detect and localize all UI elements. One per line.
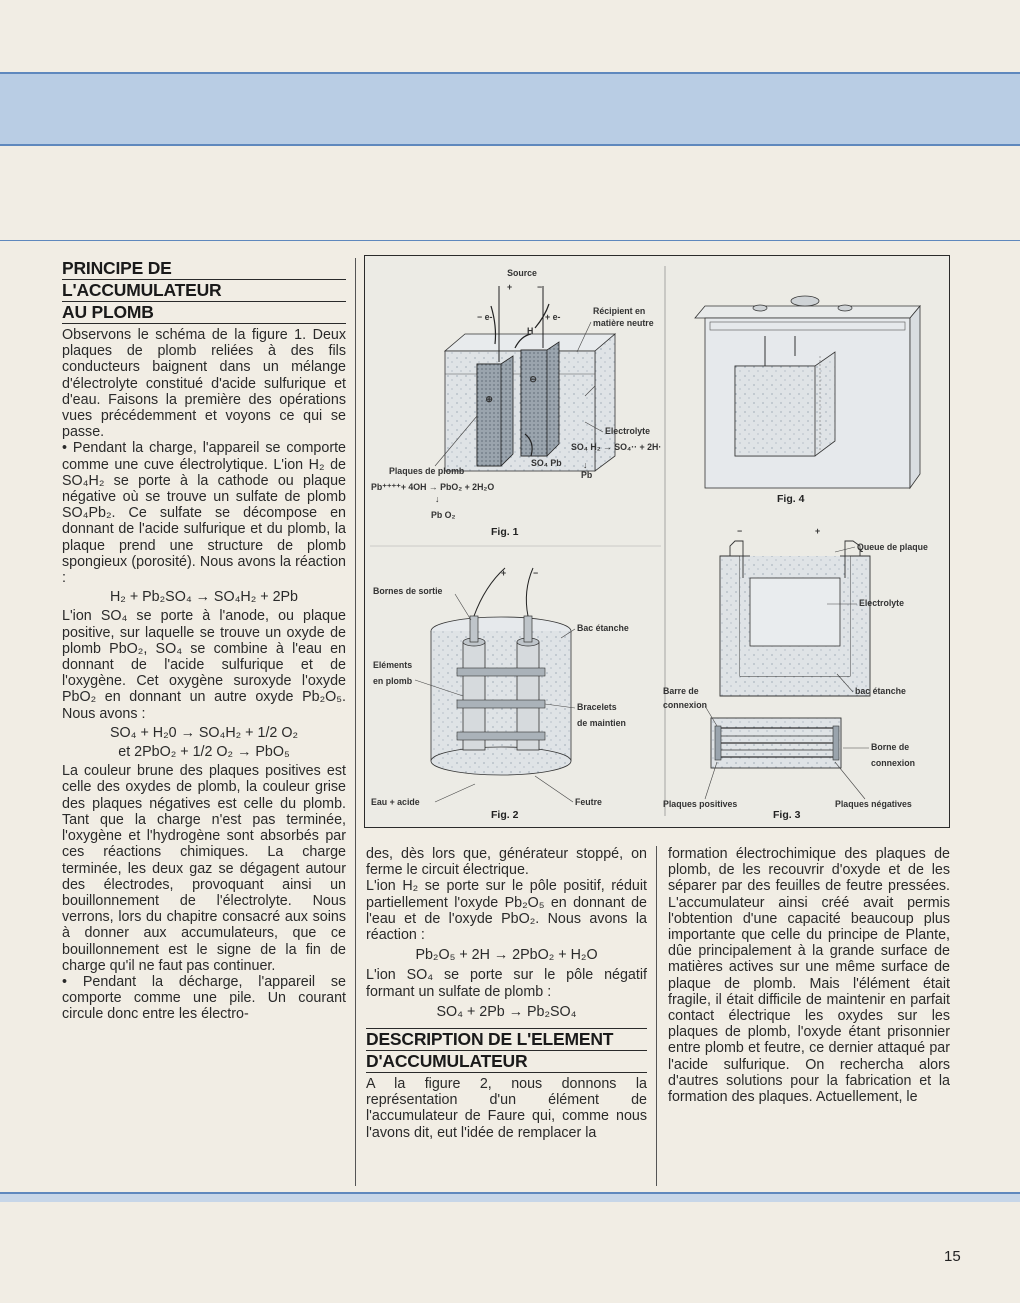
- svg-text:Eau + acide: Eau + acide: [371, 797, 420, 807]
- fig3-caption: Fig. 3: [773, 809, 801, 821]
- svg-text:Electrolyte: Electrolyte: [859, 598, 904, 608]
- heading-line: PRINCIPE DE: [62, 258, 346, 280]
- svg-text:Bornes de sortie: Bornes de sortie: [373, 586, 443, 596]
- bottom-rule: [0, 1192, 1020, 1194]
- figure-1: ⊕ ⊖ Source + − − e- + e- H Récipient en …: [371, 268, 661, 538]
- paragraph: L'ion SO₄ se porte à l'anode, ou plaque …: [62, 608, 346, 722]
- paragraph: • Pendant la décharge, l'appareil se com…: [62, 973, 346, 1023]
- svg-text:+: +: [507, 282, 512, 292]
- paragraph: La couleur brune des plaques positives e…: [62, 763, 346, 974]
- svg-text:Plaques négatives: Plaques négatives: [835, 799, 912, 809]
- figure-panel: ⊕ ⊖ Source + − − e- + e- H Récipient en …: [364, 255, 950, 828]
- paragraph: L'ion H₂ se porte sur le pôle positif, r…: [366, 878, 647, 944]
- equation: H₂ + Pb₂SO₄ → SO₄H₂ + 2Pb: [109, 589, 299, 606]
- svg-text:en plomb: en plomb: [373, 676, 413, 686]
- svg-text:↓: ↓: [435, 494, 439, 504]
- equation: Pb₂O₅ + 2H → 2PbO₂ + H₂O: [415, 947, 598, 964]
- svg-text:connexion: connexion: [663, 700, 707, 710]
- svg-text:SO₄ H₂ → SO₄·· + 2H·: SO₄ H₂ → SO₄·· + 2H·: [571, 442, 661, 452]
- figure-4: Fig. 4: [694, 295, 921, 505]
- paragraph: formation électrochimique des plaques de…: [668, 846, 950, 1106]
- svg-text:− e-: − e-: [477, 312, 492, 322]
- paragraph: des, dès lors que, générateur stoppé, on…: [366, 846, 647, 879]
- paragraph: A la figure 2, nous donnons la représent…: [366, 1076, 647, 1141]
- paragraph: L'ion SO₄ se porte sur le pôle négatif f…: [366, 967, 647, 1000]
- svg-text:Pb: Pb: [581, 470, 593, 480]
- svg-text:Plaques de plomb: Plaques de plomb: [389, 466, 465, 476]
- column-divider: [355, 258, 356, 1186]
- svg-text:Pb O₂: Pb O₂: [431, 510, 456, 520]
- svg-text:Barre de: Barre de: [663, 686, 699, 696]
- figures-svg: ⊕ ⊖ Source + − − e- + e- H Récipient en …: [370, 266, 928, 821]
- svg-text:connexion: connexion: [871, 758, 915, 768]
- heading-line: L'ACCUMULATEUR: [62, 280, 346, 302]
- fig2-caption: Fig. 2: [491, 809, 519, 821]
- column-2: des, dès lors que, générateur stoppé, on…: [366, 846, 647, 1141]
- svg-text:↓: ↓: [583, 460, 587, 470]
- svg-text:Feutre: Feutre: [575, 797, 602, 807]
- svg-text:Récipient en: Récipient en: [593, 306, 645, 316]
- equation: SO₄ + H₂0 → SO₄H₂ + 1/2 O₂: [109, 724, 299, 741]
- equation: SO₄ + 2Pb → Pb₂SO₄: [436, 1003, 577, 1020]
- svg-text:Electrolyte: Electrolyte: [605, 426, 650, 436]
- section-heading-description: DESCRIPTION DE L'ELEMENT D'ACCUMULATEUR: [366, 1028, 647, 1074]
- figure-2: + − Bornes de sortie Bac étanche Elément…: [371, 567, 629, 821]
- svg-text:+: +: [501, 568, 506, 578]
- svg-text:⊕: ⊕: [485, 394, 492, 404]
- top-band: [0, 72, 1020, 146]
- page-number: 15: [944, 1248, 961, 1265]
- fig1-caption: Fig. 1: [491, 526, 519, 538]
- column-1: PRINCIPE DE L'ACCUMULATEUR AU PLOMB Obse…: [62, 258, 346, 1023]
- svg-text:Bracelets: Bracelets: [577, 702, 617, 712]
- svg-text:Bac étanche: Bac étanche: [577, 623, 629, 633]
- heading-line: AU PLOMB: [62, 302, 154, 322]
- svg-text:H: H: [527, 326, 533, 336]
- section-heading-principe: PRINCIPE DE L'ACCUMULATEUR AU PLOMB: [62, 258, 346, 324]
- figure-3: − + Queue de plaque Electrolyte bac étan…: [663, 526, 928, 821]
- svg-text:⊖: ⊖: [529, 374, 536, 384]
- column-divider: [656, 846, 657, 1186]
- paragraph: • Pendant la charge, l'appareil se compo…: [62, 440, 346, 587]
- svg-text:−: −: [537, 282, 542, 292]
- svg-text:Eléments: Eléments: [373, 660, 412, 670]
- svg-text:de maintien: de maintien: [577, 718, 626, 728]
- svg-text:bac étanche: bac étanche: [855, 686, 906, 696]
- svg-text:+: +: [815, 526, 820, 536]
- svg-text:SO₄ Pb: SO₄ Pb: [531, 458, 562, 468]
- svg-text:Pb⁺⁺⁺⁺+ 4OH → PbO₂ + 2H₂O: Pb⁺⁺⁺⁺+ 4OH → PbO₂ + 2H₂O: [371, 482, 494, 492]
- heading-line: DESCRIPTION DE L'ELEMENT: [366, 1029, 647, 1052]
- heading-line: D'ACCUMULATEUR: [366, 1051, 528, 1072]
- paragraph: Observons le schéma de la figure 1. Deux…: [62, 327, 346, 441]
- svg-text:−: −: [737, 526, 742, 536]
- equation: et 2PbO₂ + 1/2 O₂ → PbO₅: [118, 744, 290, 761]
- svg-text:Queue de plaque: Queue de plaque: [857, 542, 928, 552]
- bottom-band: [0, 1192, 1020, 1202]
- svg-text:matière neutre: matière neutre: [593, 318, 654, 328]
- column-3: formation électrochimique des plaques de…: [668, 846, 950, 1105]
- svg-text:+ e-: + e-: [545, 312, 560, 322]
- top-rule-1: [0, 72, 1020, 74]
- svg-text:Borne de: Borne de: [871, 742, 909, 752]
- top-rule-3: [0, 240, 1020, 241]
- fig4-caption: Fig. 4: [777, 493, 805, 505]
- fig1-source: Source: [507, 268, 537, 278]
- svg-text:−: −: [533, 568, 538, 578]
- svg-text:Plaques positives: Plaques positives: [663, 799, 737, 809]
- top-rule-2: [0, 144, 1020, 146]
